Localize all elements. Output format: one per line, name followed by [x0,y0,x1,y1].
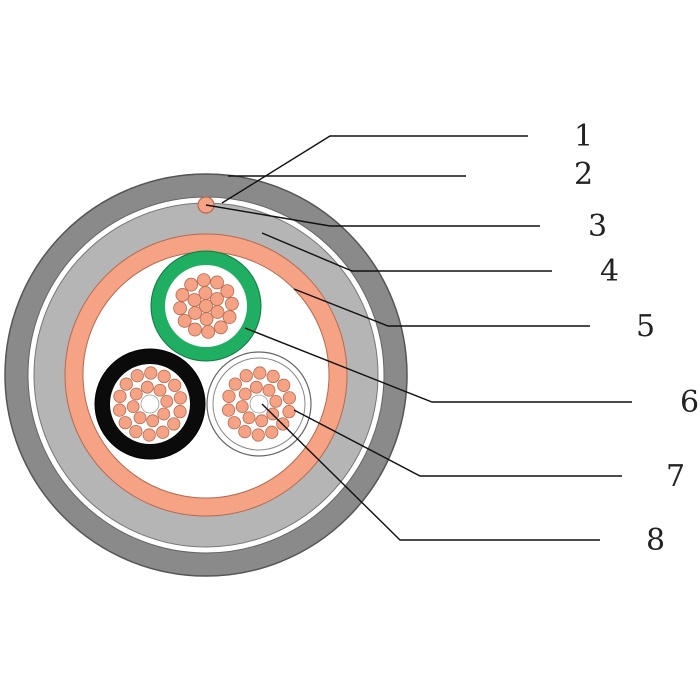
hollow-core-center [140,394,160,414]
copper-strand [130,369,144,383]
callout-label-1: 1 [574,119,593,154]
copper-strand [222,403,236,417]
leader-line-3 [205,204,540,227]
copper-strand [118,416,132,430]
copper-strand [196,273,211,287]
copper-strand [173,405,187,419]
copper-strand [201,325,216,339]
copper-strand [222,389,236,403]
copper-strand [255,414,269,428]
copper-strand [175,288,190,302]
copper-strand [168,378,182,392]
copper-strand [282,405,296,419]
copper-strand [157,407,171,421]
copper-strand [277,378,291,392]
leader-line-4 [261,232,552,272]
copper-strand [129,424,143,439]
leader-line-8 [261,403,600,541]
copper-strand [140,380,154,394]
copper-strand [228,377,242,391]
callout-label-3: 3 [588,209,607,244]
copper-strand [119,377,133,391]
copper-strand [242,411,256,425]
leader-line-5 [293,288,590,327]
copper-strand [238,387,252,401]
copper-strand [227,416,241,430]
copper-strand [113,389,127,403]
copper-strand [225,296,239,311]
copper-strand [184,277,199,292]
copper-strand [157,369,171,384]
white-core-strands [222,366,296,442]
copper-strand [129,387,143,401]
callout-label-2: 2 [574,157,593,192]
leader-line-7 [293,409,622,477]
copper-strand [156,425,170,439]
copper-strand [213,320,228,335]
copper-strand [210,275,224,290]
copper-strand [133,411,147,425]
copper-strand [222,310,237,324]
callout-label-8: 8 [646,523,665,558]
copper-strand [146,414,160,428]
copper-strand [235,400,249,414]
callout-label-5: 5 [636,309,655,344]
copper-strand [282,391,296,405]
copper-strand [266,369,280,384]
copper-strand [188,322,202,337]
copper-strand [142,428,156,442]
copper-strand [153,383,167,397]
copper-strand [253,366,267,380]
copper-strand [220,284,235,299]
copper-strand [187,293,202,307]
copper-strand [249,380,263,394]
copper-strand [210,292,224,306]
copper-strand [173,301,187,316]
callout-label-4: 4 [600,254,619,289]
callout-label-7: 7 [666,459,685,494]
green-core-strands [173,273,239,339]
copper-strand [113,403,127,417]
copper-strand [269,394,283,408]
copper-strand [238,424,252,439]
copper-strand [126,400,140,414]
copper-strand [167,417,181,431]
hollow-core-center [249,394,269,414]
copper-strand [262,383,276,397]
copper-strand [251,428,265,442]
copper-strand [173,391,187,405]
copper-strand [199,312,214,326]
leader-line-6 [244,327,632,403]
callout-label-6: 6 [680,385,699,420]
black-core-strands [113,366,187,442]
copper-strand [198,286,213,300]
copper-strand [177,313,192,328]
copper-strand [239,369,253,383]
copper-strand [160,394,174,408]
copper-strand [144,366,158,380]
copper-strand [265,425,279,439]
leader-line-1 [221,135,528,204]
